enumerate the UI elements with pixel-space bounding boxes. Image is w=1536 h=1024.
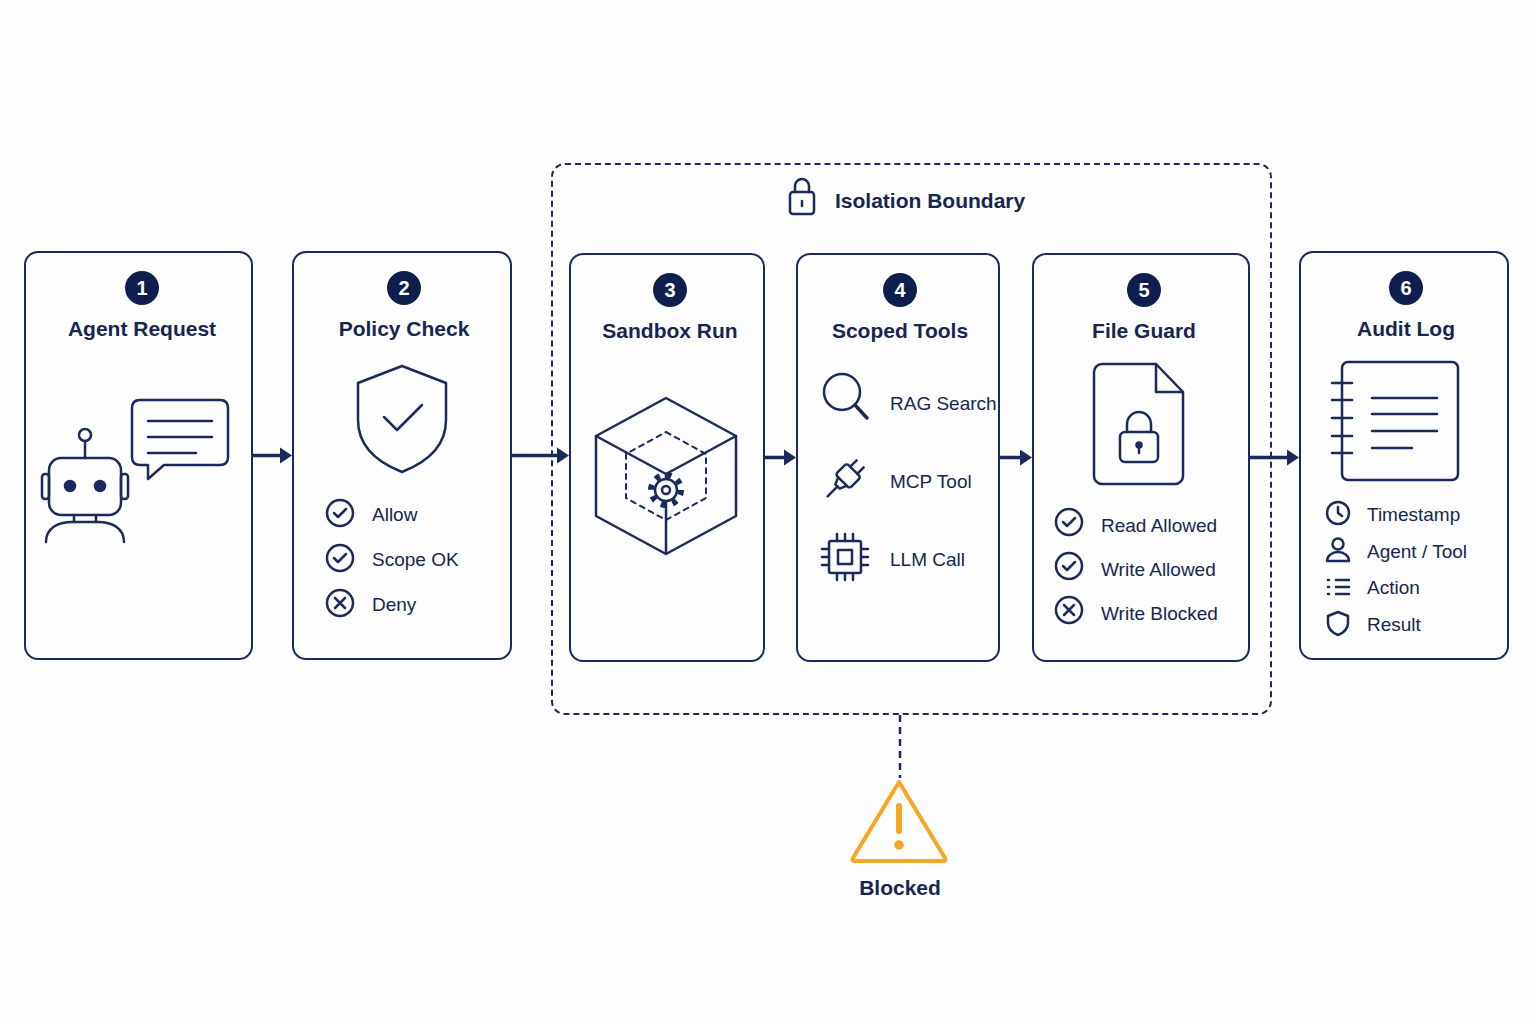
list-item: LLM Call xyxy=(890,549,1000,572)
step-number: 6 xyxy=(1389,276,1423,300)
list-item: Write Blocked xyxy=(1101,603,1249,626)
warning-icon xyxy=(852,782,945,861)
list-item: Timestamp xyxy=(1367,504,1507,527)
flow-arrow xyxy=(1250,450,1299,466)
list-item: Agent / Tool xyxy=(1367,541,1507,564)
step-badge: 3 xyxy=(653,273,687,307)
lock-icon xyxy=(790,179,814,214)
list-item: RAG Search xyxy=(890,393,1000,416)
node-title: Scoped Tools xyxy=(790,318,1010,343)
isolation-boundary: Isolation BoundarySandbox Run3Scoped Too… xyxy=(551,163,1272,715)
list-item: Write Allowed xyxy=(1101,559,1249,582)
list-item: Deny xyxy=(372,594,502,617)
speech-bubble-icon xyxy=(132,400,228,479)
list-item: Result xyxy=(1367,614,1507,637)
flow-arrow xyxy=(765,450,796,466)
step-number: 4 xyxy=(883,278,917,302)
flow-arrow xyxy=(512,448,569,464)
process-box: Scoped ToolsRAG SearchMCP ToolLLM Call4 xyxy=(796,253,1000,662)
step-badge: 1 xyxy=(125,271,159,305)
node-title: File Guard xyxy=(1034,318,1254,343)
plug-icon xyxy=(821,457,868,504)
log-book-icon xyxy=(1332,362,1458,480)
process-box: Agent Request 1 xyxy=(24,251,253,660)
list-item: Scope OK xyxy=(372,549,502,572)
node-title: Blocked xyxy=(840,875,960,900)
node-title: Agent Request xyxy=(32,316,252,341)
step-number: 3 xyxy=(653,278,687,302)
shield-icon xyxy=(358,366,446,472)
node-title: Audit Log xyxy=(1296,316,1516,341)
node-title: Sandbox Run xyxy=(560,318,780,343)
step-number: 5 xyxy=(1127,278,1161,302)
process-box: Policy CheckAllowScope OK Deny 2 xyxy=(292,251,512,660)
step-badge: 6 xyxy=(1389,271,1423,305)
step-number: 2 xyxy=(387,276,421,300)
node-title: Isolation Boundary xyxy=(835,188,1095,213)
blocked-alert: Blocked xyxy=(840,778,960,906)
step-number: 1 xyxy=(125,276,159,300)
search-icon xyxy=(824,374,867,418)
cube-icon xyxy=(596,398,736,554)
process-box: Audit LogTimestampAgent / ToolActionResu… xyxy=(1299,251,1509,660)
step-badge: 2 xyxy=(387,271,421,305)
node-title: Policy Check xyxy=(294,316,514,341)
list-item: Read Allowed xyxy=(1101,515,1249,538)
step-badge: 4 xyxy=(883,273,917,307)
list-item: Allow xyxy=(372,504,502,527)
process-box: File GuardRead AllowedWrite AllowedWrite… xyxy=(1032,253,1250,662)
dashed-link xyxy=(900,715,901,778)
flow-arrow xyxy=(1000,450,1032,466)
status-icons xyxy=(327,500,353,616)
process-box: Sandbox Run3 xyxy=(569,253,765,662)
flow-arrow xyxy=(253,448,292,464)
list-item: MCP Tool xyxy=(890,471,1000,494)
list-item: Action xyxy=(1367,577,1507,600)
robot-icon xyxy=(42,429,128,542)
step-badge: 5 xyxy=(1127,273,1161,307)
status-icons xyxy=(1056,509,1082,623)
chip-icon xyxy=(822,534,868,580)
field-icons xyxy=(1327,502,1349,635)
locked-file-icon xyxy=(1094,364,1183,484)
